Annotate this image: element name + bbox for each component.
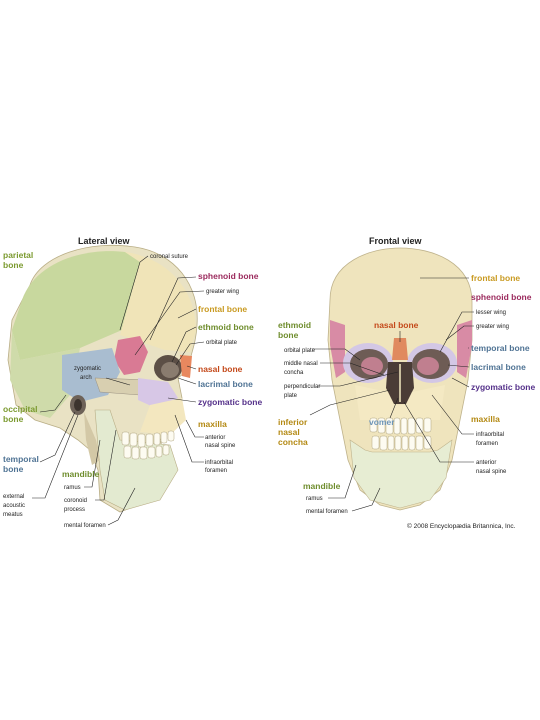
label-ethmoid: ethmoid bone — [198, 322, 254, 332]
label-frontal: frontal bone — [198, 304, 247, 314]
lateral-leader-lines — [32, 255, 205, 526]
frontal-label-vomer: vomer — [369, 417, 395, 427]
frontal-view-title: Frontal view — [369, 236, 423, 246]
label-temporal: temporal bone — [3, 454, 41, 474]
label-coronal-suture: coronal suture — [150, 254, 189, 260]
frontal-label-middle-nasal-concha: middle nasal concha — [284, 361, 319, 376]
frontal-label-anterior-nasal-spine: anterior nasal spine — [476, 460, 507, 475]
label-greater-wing: greater wing — [206, 289, 239, 295]
label-zygomatic: zygomatic bone — [198, 397, 263, 407]
frontal-label-sphenoid: sphenoid bone — [471, 292, 532, 302]
maxilla-region — [140, 398, 186, 435]
copyright: © 2008 Encyclopædia Britannica, Inc. — [407, 522, 516, 530]
nasal-region — [180, 355, 192, 378]
label-external-acoustic-meatus: external acoustic meatus — [3, 494, 27, 518]
frontal-label-zygomatic: zygomatic bone — [471, 382, 536, 392]
frontal-view: Frontal view — [278, 236, 536, 515]
label-mandible: mandible — [62, 469, 100, 479]
label-nasal: nasal bone — [198, 364, 243, 374]
label-infraorbital-foramen: infraorbital foramen — [205, 460, 235, 474]
teeth — [121, 430, 175, 460]
parietal-region — [12, 251, 140, 360]
frontal-label-mandible: mandible — [303, 481, 341, 491]
lateral-view: Lateral view — [3, 236, 263, 529]
frontal-label-orbital-plate: orbital plate — [284, 348, 316, 354]
frontal-label-ethmoid: ethmoid bone — [278, 320, 313, 340]
label-occipital: occipital bone — [3, 404, 40, 424]
frontal-region — [120, 252, 196, 352]
label-parietal: parietal bone — [3, 250, 36, 270]
frontal-skull-illustration — [327, 247, 473, 511]
sphenoid-region — [114, 336, 148, 375]
label-anterior-nasal-spine: anterior nasal spine — [205, 435, 236, 449]
frontal-label-perpendicular-plate: perpendicular plate — [284, 384, 322, 399]
frontal-label-mental-foramen: mental foramen — [306, 509, 348, 515]
label-sphenoid: sphenoid bone — [198, 271, 259, 281]
frontal-nasal-region — [392, 338, 408, 360]
label-zygomatic-arch: zygomatic arch — [74, 366, 103, 381]
frontal-maxilla-region — [355, 385, 445, 420]
frontal-label-infraorbital-foramen: infraorbital foramen — [476, 432, 506, 447]
frontal-label-temporal: temporal bone — [471, 343, 530, 353]
frontal-label-lesser-wing: lesser wing — [476, 310, 506, 316]
frontal-label-lacrimal: lacrimal bone — [471, 362, 526, 372]
label-mental-foramen: mental foramen — [64, 523, 106, 529]
label-coronoid-process: coronoid process — [64, 498, 89, 513]
frontal-label-greater-wing: greater wing — [476, 324, 509, 330]
lateral-view-title: Lateral view — [78, 236, 131, 246]
frontal-label-ramus: ramus — [306, 496, 323, 502]
label-lacrimal: lacrimal bone — [198, 379, 253, 389]
frontal-label-maxilla: maxilla — [471, 414, 500, 424]
occipital-region — [10, 330, 80, 418]
frontal-teeth — [369, 417, 432, 451]
label-ramus: ramus — [64, 485, 81, 491]
mandible-region — [94, 409, 179, 511]
lateral-skull-illustration — [7, 244, 198, 513]
label-maxilla: maxilla — [198, 419, 227, 429]
frontal-label-frontal: frontal bone — [471, 273, 520, 283]
frontal-label-nasal: nasal bone — [374, 320, 419, 330]
label-orbital-plate: orbital plate — [206, 340, 238, 346]
frontal-label-inferior-nasal-concha: inferior nasal concha — [278, 417, 310, 447]
frontal-leader-lines — [309, 277, 474, 512]
frontal-mandible-region — [349, 439, 453, 509]
